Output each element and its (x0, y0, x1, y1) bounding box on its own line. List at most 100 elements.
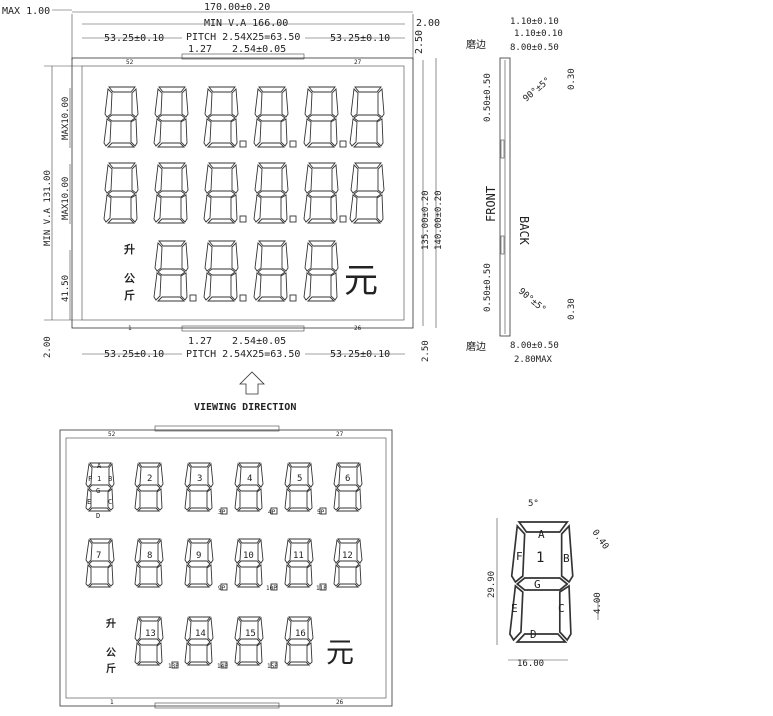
front-view: MAX 1.00 170.00±0.20 MIN V.A 166.00 2.00… (2, 2, 444, 413)
margin-right: 53.25±0.10 (330, 33, 390, 44)
map-pin-bot-left: 1 (110, 699, 114, 706)
map-digit-12: 12 (342, 551, 353, 561)
map-digit-3: 3 (197, 474, 202, 484)
pitch-top: PITCH 2.54X25=63.50 (186, 32, 300, 43)
side-angle-bot: 90°±5° (516, 287, 547, 316)
segment-map: 52 27 1 26 A F 1 B G E D C 2 3 4 5 6 3P … (59, 425, 393, 709)
front-row-3 (153, 240, 339, 302)
label-jin: 斤 (124, 288, 135, 302)
side-dim-h: 8.00±0.50 (510, 341, 559, 351)
pins-top (181, 53, 305, 60)
bottom-offset: 41.50 (61, 275, 71, 302)
map-dp-4p: 4P (268, 509, 276, 516)
detail-letter-a: A (538, 528, 545, 541)
map-label-yuan: 元 (326, 636, 354, 669)
map-dp-10p: 10P (266, 585, 277, 592)
label-yuan: 元 (344, 261, 378, 301)
detail-letter-c: C (558, 602, 565, 615)
map-dp-5p: 5P (317, 509, 325, 516)
detail-letter-b: B (563, 552, 570, 565)
top-gap: 2.00 (416, 18, 440, 29)
height-outer: 140.00±0.20 (434, 190, 444, 250)
label-gong: 公 (124, 272, 135, 285)
map-label-jin: 斤 (106, 662, 116, 675)
seg-letter-a: A (97, 462, 102, 470)
map-digit-4: 4 (247, 474, 252, 484)
digit-detail: A F 1 B G E C D 5° 0.40 29.90 16.00 4.00 (487, 499, 610, 669)
front-row-1 (103, 86, 385, 148)
map-digit-8: 8 (147, 551, 152, 561)
pin-width-top: 1.27 (188, 44, 212, 55)
margin-right-bottom: 53.25±0.10 (330, 349, 390, 360)
viewing-direction: VIEWING DIRECTION (194, 402, 296, 413)
detail-gap: 4.00 (593, 592, 603, 614)
detail-letter-d: D (530, 628, 537, 641)
detail-angle: 5° (528, 499, 539, 509)
map-digit-2: 2 (147, 474, 152, 484)
map-digit-11: 11 (293, 551, 304, 561)
map-digit-16: 16 (295, 629, 306, 639)
side-view: 1.10±0.10 1.10±0.10 磨边 8.00±0.50 90°±5° … (466, 17, 577, 365)
side-front: FRONT (484, 186, 498, 222)
side-back: BACK (517, 216, 531, 246)
side-dim-c: 8.00±0.50 (510, 43, 559, 53)
viewing-arrow-icon (239, 371, 265, 395)
side-dim-max: 2.80MAX (514, 355, 553, 365)
map-dp-13p: 13P (168, 663, 179, 670)
side-angle-top: 90°±5° (522, 76, 553, 105)
detail-letter-f: F (516, 550, 523, 563)
pin-top-left: 52 (126, 59, 134, 66)
side-dim-a: 1.10±0.10 (510, 17, 559, 27)
detail-height: 29.90 (487, 571, 497, 598)
map-digit-7: 7 (96, 551, 101, 561)
pin-top-right: 27 (354, 59, 362, 66)
height-inner: 135.00±0.20 (421, 190, 431, 250)
pitch-bottom: PITCH 2.54X25=63.50 (186, 349, 300, 360)
min-va-height: MIN V.A 131.00 (43, 170, 53, 246)
map-digit-5: 5 (297, 474, 302, 484)
seg-letter-b: B (108, 475, 112, 483)
margin-left-bottom: 53.25±0.10 (104, 349, 164, 360)
detail-width: 16.00 (517, 659, 544, 669)
front-row-2 (103, 162, 385, 224)
map-digit-14: 14 (195, 629, 206, 639)
detail-stroke: 0.40 (590, 528, 611, 552)
pin-width-bottom: 1.27 (188, 336, 212, 347)
side-grind-bot: 磨边 (466, 341, 486, 353)
margin-left: 53.25±0.10 (104, 33, 164, 44)
pin-bot-left: 1 (128, 325, 132, 332)
side-dim-b: 1.10±0.10 (514, 29, 563, 39)
map-pin-top-right: 27 (336, 431, 344, 438)
side-grind-top: 磨边 (466, 39, 486, 51)
seg-letter-f: F (88, 475, 92, 483)
map-digit-9: 9 (196, 551, 201, 561)
map-dp-15p: 15P (267, 663, 278, 670)
side-dim-d: 0.50±0.50 (483, 73, 493, 122)
map-digit-10: 10 (243, 551, 254, 561)
map-digit-15: 15 (245, 629, 256, 639)
min-va-width: MIN V.A 166.00 (204, 18, 288, 29)
map-digit-6: 6 (345, 474, 350, 484)
map-label-up: 升 (106, 617, 116, 630)
map-dp-14p: 14P (217, 663, 228, 670)
seg-letter-e: E (87, 498, 91, 506)
detail-letter-1: 1 (536, 550, 544, 566)
overall-width: 170.00±0.20 (204, 2, 270, 13)
map-digit-13: 13 (145, 629, 156, 639)
digit-height-1: MAX10.00 (61, 97, 71, 140)
seg-letter-c: C (108, 498, 112, 506)
bottom-offset-right: 2.50 (421, 340, 431, 362)
map-dp-3p: 3P (218, 509, 226, 516)
seg-letter-1: 1 (97, 475, 101, 483)
seg-letter-d: D (96, 512, 100, 520)
map-pin-top-left: 52 (108, 431, 116, 438)
map-label-gong: 公 (106, 647, 116, 659)
side-dim-e: 0.30 (567, 68, 577, 90)
detail-letter-e: E (511, 602, 518, 615)
pin-pitch-bottom: 2.54±0.05 (232, 336, 286, 347)
side-dim-g: 0.30 (567, 298, 577, 320)
seg-letter-g: G (96, 487, 100, 495)
max-thickness: MAX 1.00 (2, 6, 50, 17)
digit-height-2: MAX10.00 (61, 177, 71, 220)
